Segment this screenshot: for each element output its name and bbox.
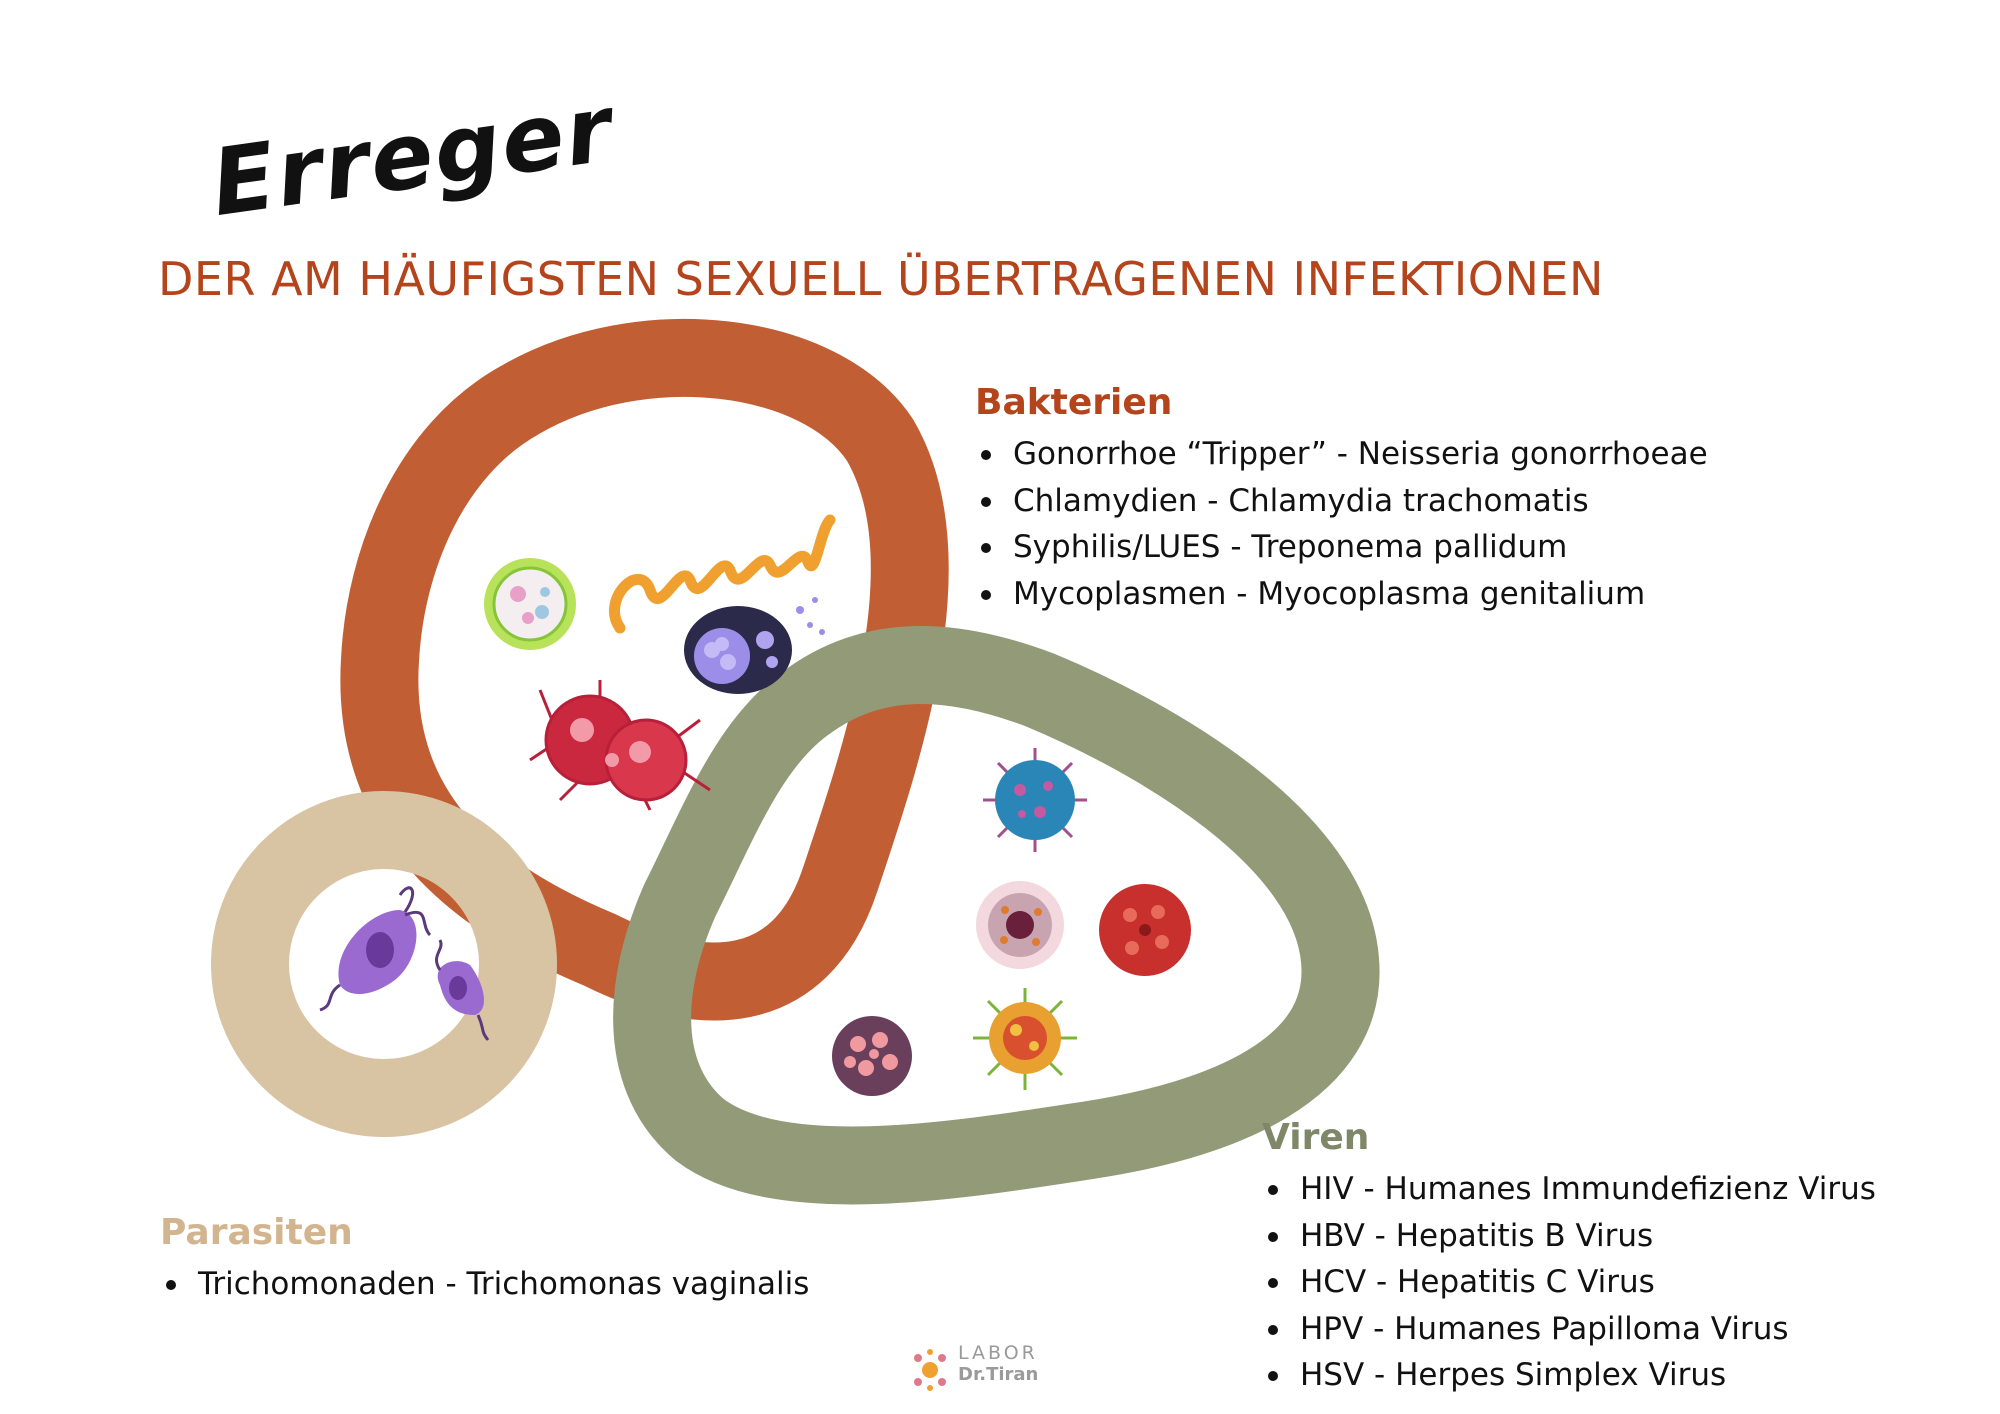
parasiten-list: Trichomonaden - Trichomonas vaginalis xyxy=(160,1261,809,1308)
viren-group: Viren HIV - Humanes Immundefizienz Virus… xyxy=(1262,1117,1876,1399)
viren-heading: Viren xyxy=(1262,1117,1370,1158)
list-item: Trichomonaden - Trichomonas vaginalis xyxy=(160,1261,809,1308)
logo-line-1: LABOR xyxy=(958,1342,1038,1364)
labor-logo: LABOR Dr.Tiran xyxy=(912,1340,1042,1390)
hiv-virus-icon xyxy=(983,748,1087,852)
list-item: Mycoplasmen - Myocoplasma genitalium xyxy=(975,571,1708,618)
hcv-virus-icon xyxy=(1099,884,1191,976)
logo-line-2: Dr.Tiran xyxy=(958,1364,1039,1385)
hbv-virus-icon xyxy=(976,881,1064,969)
neisseria-diplococcus-icon xyxy=(529,680,711,811)
chlamydia-bacterium-icon xyxy=(484,558,576,650)
trichomonas-parasite-icon xyxy=(319,886,490,1041)
list-item: HSV - Herpes Simplex Virus xyxy=(1262,1352,1876,1399)
bacteria-ring xyxy=(340,319,949,1021)
bakterien-list: Gonorrhoe “Tripper” - Neisseria gonorrho… xyxy=(975,431,1708,617)
treponema-spirochete-icon xyxy=(609,514,836,634)
list-item: HBV - Hepatitis B Virus xyxy=(1262,1213,1876,1260)
list-item: Gonorrhoe “Tripper” - Neisseria gonorrho… xyxy=(975,431,1708,478)
labor-logo-mark xyxy=(914,1349,946,1391)
list-item: HCV - Hepatitis C Virus xyxy=(1262,1259,1876,1306)
list-item: HIV - Humanes Immundefizienz Virus xyxy=(1262,1166,1876,1213)
mycoplasma-bacterium-icon xyxy=(684,597,825,694)
parasiten-heading: Parasiten xyxy=(160,1212,353,1253)
bakterien-group: Bakterien Gonorrhoe “Tripper” - Neisseri… xyxy=(975,382,1708,617)
hpv-virus-icon xyxy=(832,1016,912,1096)
viruses-ring xyxy=(613,626,1380,1205)
page-subtitle: DER AM HÄUFIGSTEN SEXUELL ÜBERTRAGENEN I… xyxy=(158,252,1604,306)
list-item: HPV - Humanes Papilloma Virus xyxy=(1262,1306,1876,1353)
viren-list: HIV - Humanes Immundefizienz Virus HBV -… xyxy=(1262,1166,1876,1399)
list-item: Chlamydien - Chlamydia trachomatis xyxy=(975,478,1708,525)
parasites-ring xyxy=(211,791,557,1137)
hsv-virus-icon xyxy=(973,988,1077,1090)
bakterien-heading: Bakterien xyxy=(975,382,1173,423)
parasiten-group: Parasiten Trichomonaden - Trichomonas va… xyxy=(160,1212,809,1308)
list-item: Syphilis/LUES - Treponema pallidum xyxy=(975,524,1708,571)
